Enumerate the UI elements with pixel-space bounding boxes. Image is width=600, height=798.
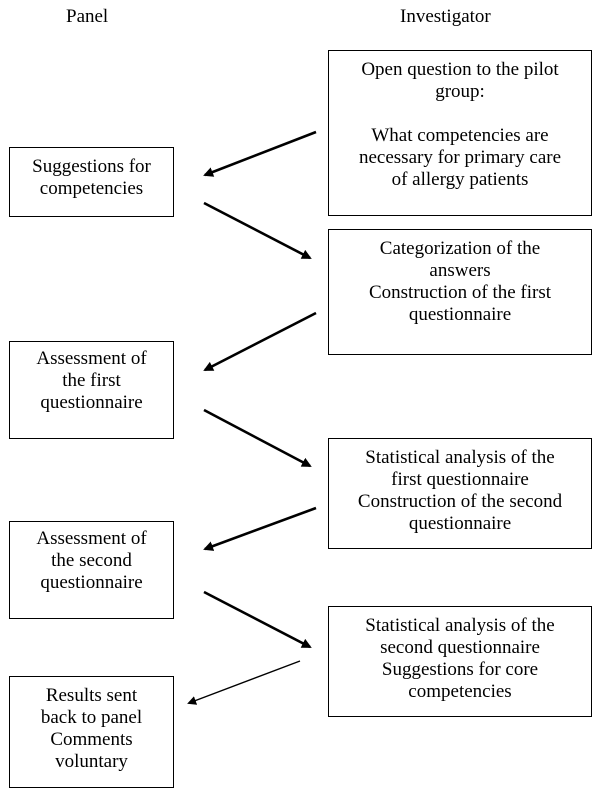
panel-box-second-assessment: Assessment of the second questionnaire [9, 521, 174, 619]
panel-box-first-assessment: Assessment of the first questionnaire [9, 341, 174, 439]
investigator-box-open-question-text: Open question to the pilot group: What c… [358, 59, 562, 190]
panel-column-header: Panel [66, 6, 109, 27]
investigator-column-header: Investigator [400, 6, 491, 27]
panel-box-second-assessment-text: Assessment of the second questionnaire [36, 528, 147, 593]
arrow-suggestions-to-categorization [203, 201, 312, 260]
panel-box-first-assessment-text: Assessment of the first questionnaire [36, 348, 147, 413]
arrow-first-assessment-to-first-analysis [203, 408, 312, 468]
investigator-box-open-question: Open question to the pilot group: What c… [328, 50, 592, 216]
arrow-second-analysis-to-results [187, 660, 301, 705]
panel-box-results-text: Results sent back to panel Comments volu… [40, 685, 143, 772]
panel-box-results: Results sent back to panel Comments volu… [9, 676, 174, 788]
arrow-second-assessment-to-second-analysis [203, 590, 312, 649]
investigator-box-categorization-text: Categorization of the answers Constructi… [368, 238, 552, 325]
investigator-box-first-analysis-text: Statistical analysis of the first questi… [357, 447, 563, 534]
investigator-box-second-analysis-text: Statistical analysis of the second quest… [365, 615, 555, 702]
investigator-box-first-analysis: Statistical analysis of the first questi… [328, 438, 592, 549]
arrow-open-question-to-suggestions [203, 130, 317, 177]
arrow-categorization-to-first-assessment [203, 311, 317, 372]
investigator-box-categorization: Categorization of the answers Constructi… [328, 229, 592, 355]
panel-box-suggestions-text: Suggestions for competencies [32, 156, 151, 199]
panel-box-suggestions: Suggestions for competencies [9, 147, 174, 217]
arrow-first-analysis-to-second-assessment [203, 506, 317, 551]
investigator-box-second-analysis: Statistical analysis of the second quest… [328, 606, 592, 717]
